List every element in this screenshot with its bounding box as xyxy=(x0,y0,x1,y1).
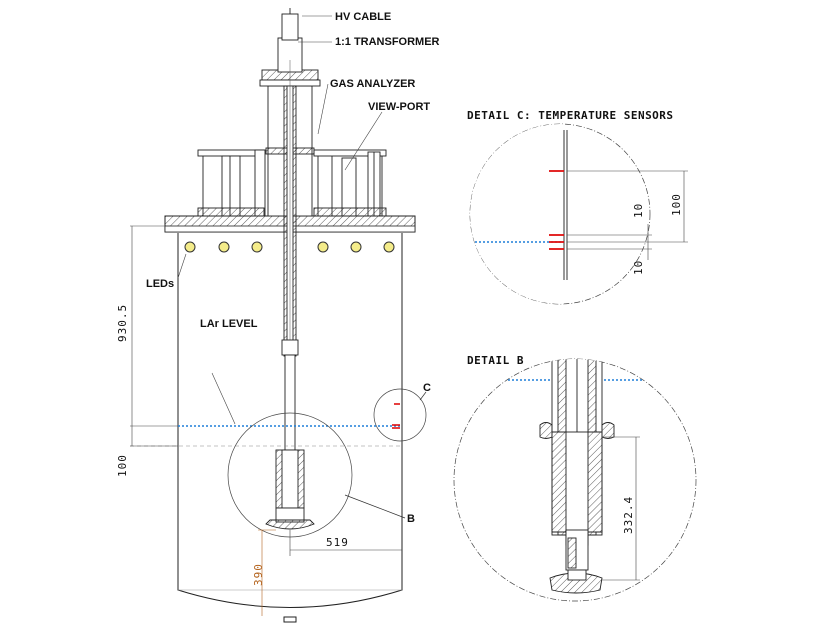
dim-100-left: 100 xyxy=(116,454,129,477)
hv-feedthrough xyxy=(259,8,321,530)
detail-c-title: DETAIL C: TEMPERATURE SENSORS xyxy=(467,109,674,122)
label-gas-analyzer: GAS ANALYZER xyxy=(330,78,415,90)
led xyxy=(317,241,329,253)
callout-b: B xyxy=(407,513,415,525)
left-flange-stack xyxy=(197,149,266,217)
callout-c: C xyxy=(423,382,431,394)
detail-b-title: DETAIL B xyxy=(467,354,524,367)
dim-10-top: 10 xyxy=(632,203,645,218)
label-transformer: 1:1 TRANSFORMER xyxy=(335,36,440,48)
led xyxy=(350,241,362,253)
led xyxy=(251,241,263,253)
dim-10-bottom: 10 xyxy=(632,260,645,275)
label-lar-level: LAr LEVEL xyxy=(200,318,258,330)
led xyxy=(218,241,230,253)
led xyxy=(383,241,395,253)
led xyxy=(184,241,196,253)
label-hv-cable: HV CABLE xyxy=(335,11,391,23)
detail-b-view xyxy=(453,358,697,602)
detail-c-view xyxy=(469,123,688,305)
label-leds: LEDs xyxy=(146,278,174,290)
dim-100-c: 100 xyxy=(670,193,683,216)
dim-930: 930.5 xyxy=(116,304,129,342)
detail-c-marker xyxy=(373,388,427,442)
dim-332: 332.4 xyxy=(622,496,635,534)
led-row xyxy=(184,241,395,253)
vessel xyxy=(177,233,403,623)
right-flange-stack xyxy=(313,149,387,217)
label-view-port: VIEW-PORT xyxy=(368,101,430,113)
dim-519: 519 xyxy=(326,536,349,549)
vessel-outline xyxy=(177,233,403,608)
vessel-drain xyxy=(283,616,297,623)
dim-390: 390 xyxy=(252,563,265,586)
